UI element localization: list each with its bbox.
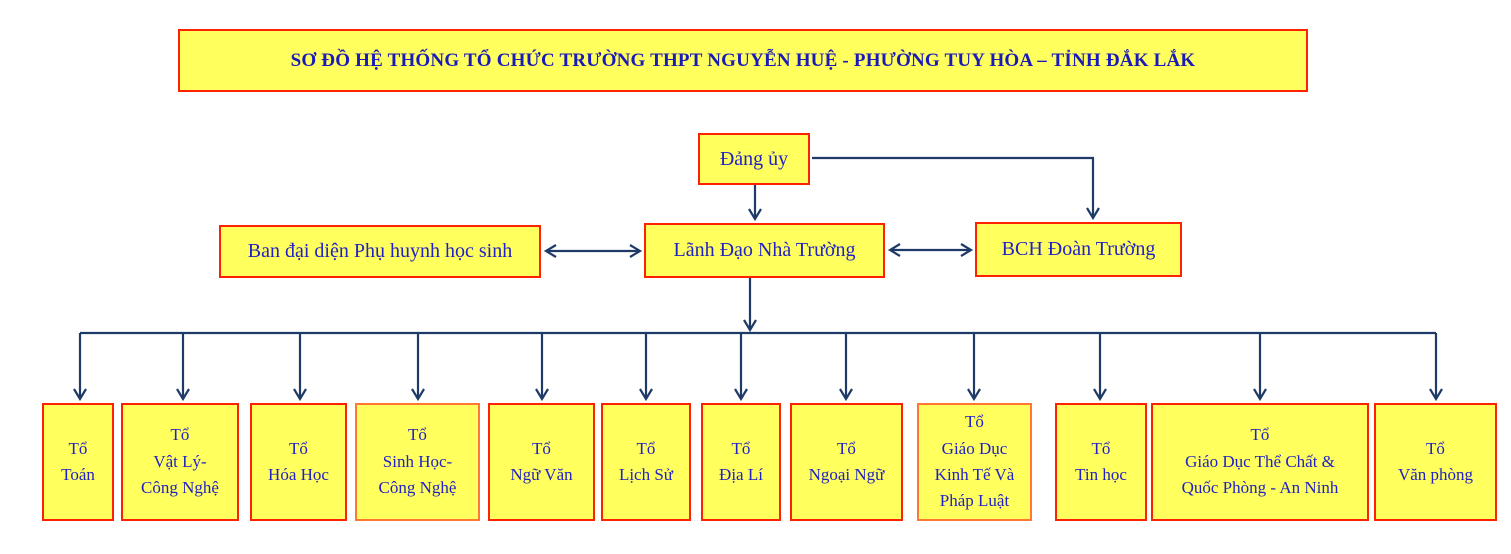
dept-box-8: Tổ Ngoại Ngữ xyxy=(790,403,903,521)
dept-box-11: Tổ Giáo Dục Thể Chất & Quốc Phòng - An N… xyxy=(1151,403,1369,521)
dept-label: Tổ Toán xyxy=(61,438,95,484)
node-dang-uy-label: Đảng ủy xyxy=(719,147,789,170)
dept-box-9: Tổ Giáo Dục Kinh Tế Và Pháp Luật xyxy=(917,403,1032,521)
dept-box-3: Tổ Hóa Học xyxy=(250,403,347,521)
dept-label: Tổ Vật Lý- Công Nghệ xyxy=(141,425,219,498)
node-ban-dai-dien-phu-huynh: Ban đại diện Phụ huynh học sinh xyxy=(219,225,541,278)
title-banner: SƠ ĐỒ HỆ THỐNG TỔ CHỨC TRƯỜNG THPT NGUYỄ… xyxy=(178,29,1308,92)
node-dang-uy: Đảng ủy xyxy=(698,133,810,185)
dept-box-7: Tổ Địa Lí xyxy=(701,403,781,521)
dept-label: Tổ Tin học xyxy=(1075,438,1127,484)
dept-label: Tổ Giáo Dục Kinh Tế Và Pháp Luật xyxy=(934,412,1015,511)
node-lanh-dao-nha-truong: Lãnh Đạo Nhà Trường xyxy=(644,223,885,278)
dept-box-6: Tổ Lịch Sử xyxy=(601,403,691,521)
dept-box-5: Tổ Ngữ Văn xyxy=(488,403,595,521)
node-bch-doan-truong: BCH Đoàn Trường xyxy=(975,222,1182,277)
dept-label: Tổ Sinh Học- Công Nghệ xyxy=(378,425,457,498)
dept-label: Tổ Giáo Dục Thể Chất & Quốc Phòng - An N… xyxy=(1181,425,1339,498)
node-bch-doan-label: BCH Đoàn Trường xyxy=(1001,238,1156,260)
node-lanh-dao-label: Lãnh Đạo Nhà Trường xyxy=(673,239,856,261)
dept-label: Tổ Địa Lí xyxy=(719,438,763,484)
dept-label: Tổ Ngoại Ngữ xyxy=(808,438,885,484)
dept-label: Tổ Lịch Sử xyxy=(618,438,674,484)
dept-box-12: Tổ Văn phòng xyxy=(1374,403,1497,521)
node-ban-dai-dien-label: Ban đại diện Phụ huynh học sinh xyxy=(247,240,513,262)
chart-title: SƠ ĐỒ HỆ THỐNG TỔ CHỨC TRƯỜNG THPT NGUYỄ… xyxy=(290,49,1196,71)
dept-label: Tổ Văn phòng xyxy=(1397,438,1474,484)
dept-box-1: Tổ Toán xyxy=(42,403,114,521)
connector-dang-uy-to-bch-doan xyxy=(812,156,1100,221)
dept-box-4: Tổ Sinh Học- Công Nghệ xyxy=(355,403,480,521)
dept-box-10: Tổ Tin học xyxy=(1055,403,1147,521)
dept-label: Tổ Hóa Học xyxy=(268,438,329,484)
dept-label: Tổ Ngữ Văn xyxy=(510,438,573,484)
dept-box-2: Tổ Vật Lý- Công Nghệ xyxy=(121,403,239,521)
